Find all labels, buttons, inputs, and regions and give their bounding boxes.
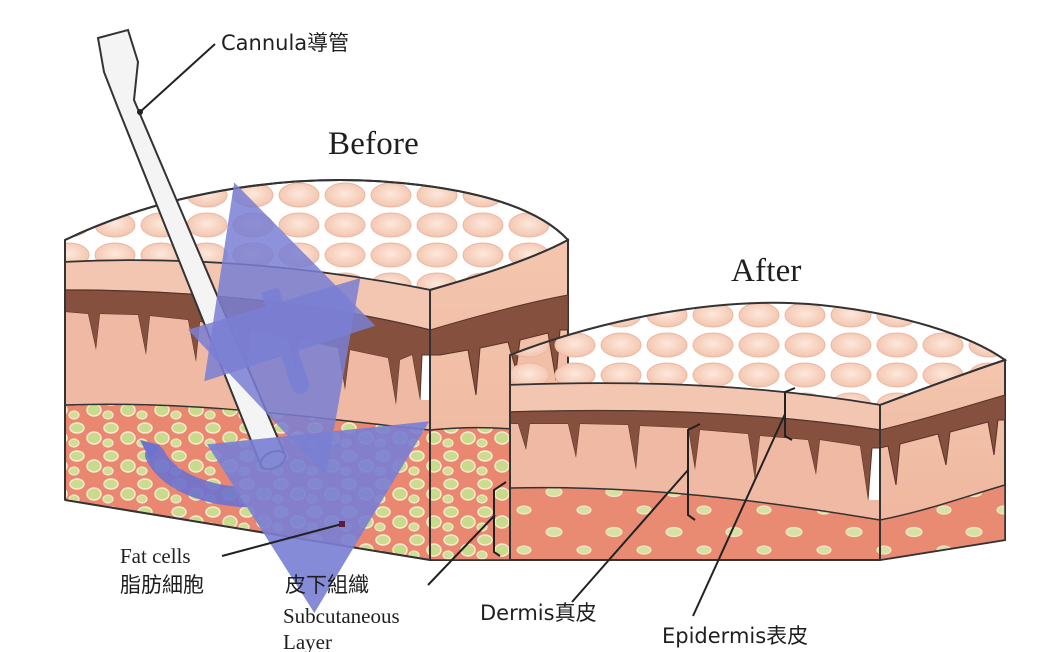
subcutaneous-bracket [493, 481, 507, 557]
before-title: Before [328, 126, 419, 162]
fat-cells-label: Fat cells [120, 544, 191, 568]
subcutaneous-label-line2: Layer [283, 630, 332, 652]
subcutaneous-label: Subcutaneous [283, 604, 400, 628]
dermis-leader [571, 469, 689, 603]
epidermis-leader [692, 413, 786, 617]
sweep-arrow [145, 421, 430, 614]
cannula-leader [139, 43, 216, 113]
dermis-bracket [687, 423, 701, 521]
before-skin-block [64, 179, 570, 561]
subcutaneous-label-zh: 皮下組織 [285, 573, 369, 597]
cannula-label: Cannula導管 [221, 31, 350, 55]
subcutaneous-leader [427, 514, 496, 586]
epidermis-label: Epidermis表皮 [662, 624, 809, 648]
after-skin-block [509, 301, 1008, 562]
after-title: After [731, 253, 802, 289]
fat-cells-label-zh: 脂肪細胞 [120, 573, 204, 597]
fat-cells-leader [221, 523, 343, 557]
dermis-label: Dermis真皮 [480, 601, 597, 625]
up-down-arrow-reverse [187, 277, 361, 477]
